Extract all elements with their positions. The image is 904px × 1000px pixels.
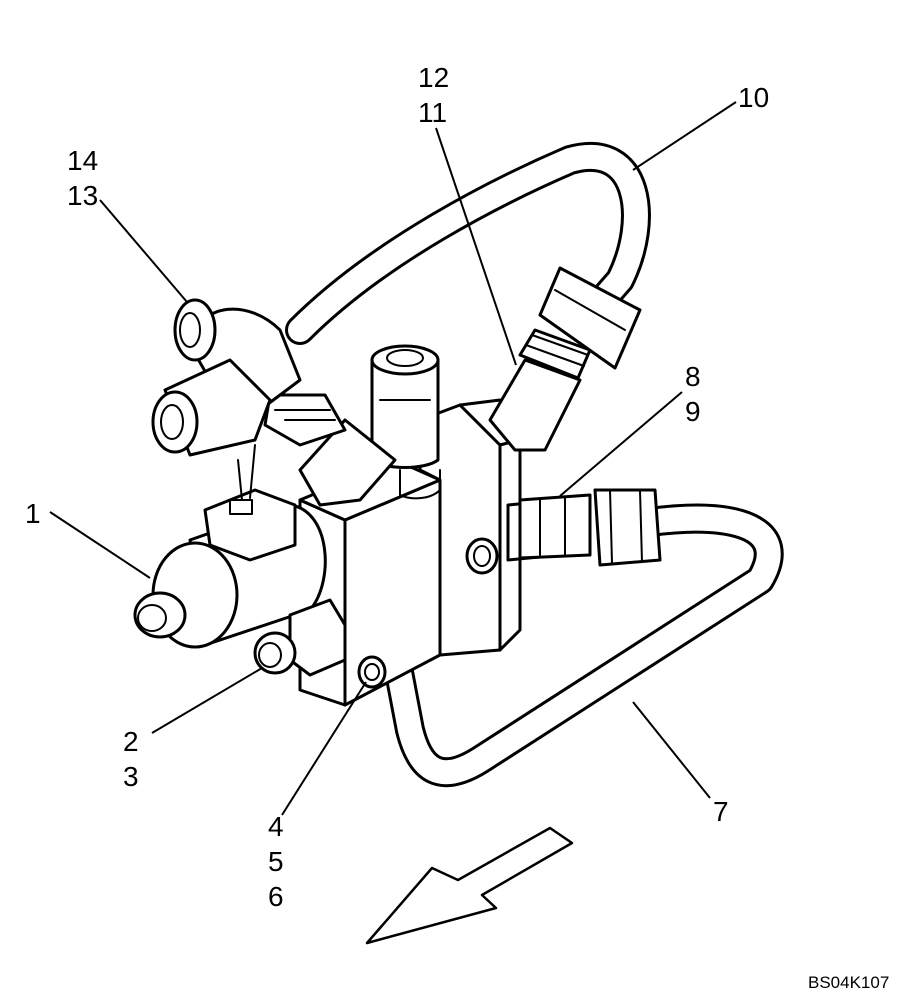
right-fitting [506,488,662,567]
callout-4-5-6: 4 5 6 [268,811,284,912]
svg-text:13: 13 [67,180,98,211]
callout-14-13: 14 13 [67,145,98,211]
svg-text:3: 3 [123,761,139,792]
port-fitting [253,598,347,677]
figure-code: BS04K107 [808,973,889,992]
svg-text:12: 12 [418,62,449,93]
svg-text:6: 6 [268,881,284,912]
svg-text:4: 4 [268,811,284,842]
upper-hose [285,142,651,345]
svg-text:2: 2 [123,726,139,757]
lower-hose [355,503,784,788]
callout-12-11: 12 11 [418,62,449,128]
callout-1: 1 [25,498,41,529]
leader-lines [49,101,737,816]
svg-text:8: 8 [685,361,701,392]
front-direction-arrow [365,826,574,945]
callout-7: 7 [713,796,729,827]
upper-right-elbow [488,266,642,452]
svg-text:9: 9 [685,396,701,427]
svg-text:10: 10 [738,82,769,113]
callout-2-3: 2 3 [123,726,139,792]
callout-8-9: 8 9 [685,361,701,427]
svg-text:7: 7 [713,796,729,827]
upper-left-elbow [151,298,397,507]
svg-text:14: 14 [67,145,98,176]
callout-10: 10 [738,82,769,113]
svg-text:11: 11 [418,97,447,128]
svg-text:5: 5 [268,846,284,877]
svg-text:1: 1 [25,498,41,529]
solenoid-coil [133,444,327,649]
